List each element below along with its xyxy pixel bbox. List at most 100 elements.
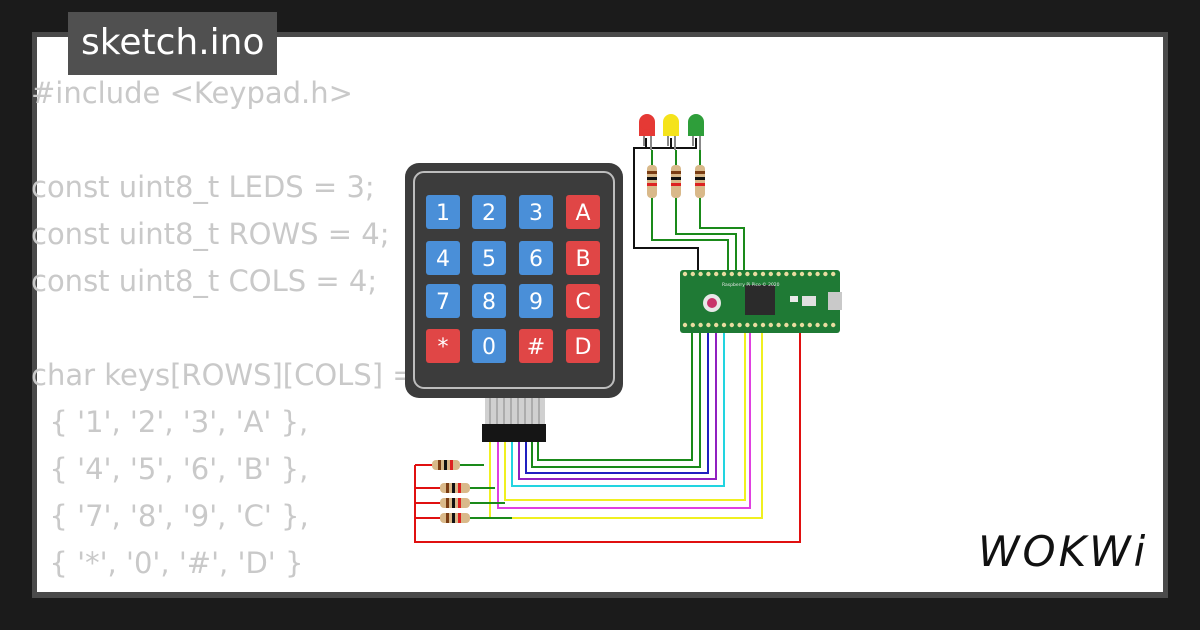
resistor	[440, 483, 470, 493]
usb-port	[828, 292, 842, 310]
header-pin	[706, 322, 711, 328]
code-line: { '1', '2', '3', 'A' },	[31, 405, 309, 439]
code-preview: #include <Keypad.h>const uint8_t LEDS = …	[31, 70, 444, 587]
key-label: 1	[436, 201, 450, 226]
header-pin	[690, 322, 695, 328]
wire-purple	[518, 330, 717, 480]
header-pin	[776, 271, 781, 277]
header-pin	[815, 271, 820, 277]
header-pin	[706, 271, 711, 277]
wokwi-logo: WOKWi	[978, 527, 1148, 576]
code-line: const uint8_t ROWS = 4;	[31, 217, 390, 251]
key-*[interactable]: *	[426, 329, 460, 363]
key-C[interactable]: C	[566, 284, 600, 318]
header-pin	[729, 271, 734, 277]
key-label: 0	[482, 335, 496, 360]
keypad-ribbon	[482, 398, 546, 442]
resistor	[695, 165, 705, 198]
key-1[interactable]: 1	[426, 195, 460, 229]
keypad-resistors	[432, 460, 470, 523]
header-pin	[799, 322, 805, 328]
resistor	[671, 165, 681, 198]
header-pin	[753, 322, 758, 328]
code-line: { '7', '8', '9', 'C' },	[31, 499, 309, 533]
header-pin	[784, 271, 789, 277]
key-5[interactable]: 5	[472, 241, 506, 275]
header-pin	[698, 322, 703, 328]
rp2040-chip	[745, 285, 775, 315]
resistor	[432, 460, 460, 470]
wire-green-1	[537, 330, 693, 461]
header-pin	[768, 322, 773, 328]
header-pin	[760, 271, 766, 277]
led-resistors	[647, 165, 705, 198]
header-pin	[737, 271, 742, 277]
key-2[interactable]: 2	[472, 195, 506, 229]
wire-cyan	[511, 330, 725, 487]
header-pin	[792, 271, 797, 277]
led-yellow	[663, 114, 679, 150]
header-pin	[721, 271, 727, 277]
wire-magenta	[497, 330, 751, 509]
key-4[interactable]: 4	[426, 241, 460, 275]
led-wires	[633, 138, 745, 272]
resistor	[440, 513, 470, 523]
key-label: 8	[482, 290, 496, 315]
resistor	[647, 165, 657, 198]
header-pin	[698, 271, 703, 277]
header-pin	[823, 322, 828, 328]
header-pin	[745, 271, 750, 277]
keypad-connector	[482, 424, 546, 442]
key-3[interactable]: 3	[519, 195, 553, 229]
key-label: 7	[436, 290, 450, 315]
key-label: 5	[482, 247, 496, 272]
key-B[interactable]: B	[566, 241, 600, 275]
header-pin	[714, 271, 719, 277]
keypad-wires	[414, 330, 801, 543]
header-pin	[831, 271, 836, 277]
code-line: const uint8_t COLS = 4;	[31, 264, 378, 298]
key-6[interactable]: 6	[519, 241, 553, 275]
key-label: 2	[482, 201, 496, 226]
header-pin	[815, 322, 820, 328]
header-pin	[760, 322, 766, 328]
key-label: 3	[529, 201, 543, 226]
header-pin	[682, 322, 688, 328]
key-label: D	[575, 335, 592, 360]
code-line: #include <Keypad.h>	[31, 76, 353, 110]
file-tab[interactable]: sketch.ino	[68, 12, 278, 75]
header-pin	[807, 271, 812, 277]
header-pin	[729, 322, 734, 328]
led-green	[688, 114, 704, 150]
wire-yellow-2	[489, 330, 763, 519]
pico-board[interactable]: Raspberry Pi Pico © 2020	[680, 270, 842, 333]
key-8[interactable]: 8	[472, 284, 506, 318]
code-line: { '4', '5', '6', 'B' },	[31, 452, 309, 486]
header-pin	[721, 322, 727, 328]
header-pin	[831, 322, 836, 328]
wire-ground	[633, 138, 699, 272]
key-label: C	[575, 290, 590, 315]
key-label: 4	[436, 247, 450, 272]
key-D[interactable]: D	[566, 329, 600, 363]
key-7[interactable]: 7	[426, 284, 460, 318]
header-pin	[745, 322, 750, 328]
key-label: A	[575, 201, 590, 226]
wire-green-2	[531, 330, 701, 468]
header-pin	[784, 322, 789, 328]
header-pin	[776, 322, 781, 328]
led-red	[639, 114, 655, 150]
header-pin	[714, 322, 719, 328]
code-line: char keys[ROWS][COLS] = {	[31, 358, 445, 392]
key-label: #	[527, 335, 545, 360]
header-pin	[807, 322, 812, 328]
key-label: 9	[529, 290, 543, 315]
header-pin	[682, 271, 688, 277]
key-A[interactable]: A	[566, 195, 600, 229]
header-pin	[799, 271, 805, 277]
key-9[interactable]: 9	[519, 284, 553, 318]
key-0[interactable]: 0	[472, 329, 506, 363]
key-#[interactable]: #	[519, 329, 553, 363]
header-pin	[737, 322, 742, 328]
